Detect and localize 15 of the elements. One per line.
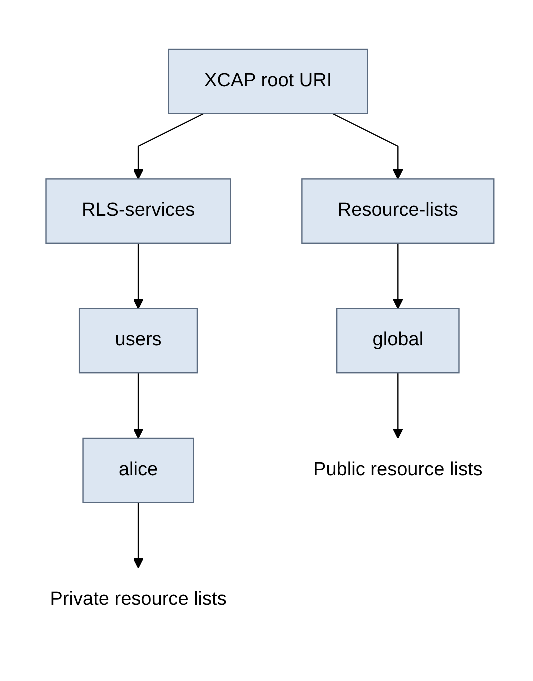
arrow [392,372,404,439]
node-box: global [336,308,460,374]
node-text: Public resource lists [314,459,483,480]
node-box: RLS-services [46,178,232,244]
arrow [392,242,404,309]
node-box: XCAP root URI [168,48,368,114]
arrow [332,112,404,180]
arrow [133,242,144,309]
arrow [133,502,144,568]
node-box: users [78,308,198,374]
node-box: alice [82,437,194,503]
node-text: Private resource lists [50,589,227,610]
arrow [133,372,144,439]
node-box: Resource-lists [302,178,495,244]
arrow [133,112,204,180]
